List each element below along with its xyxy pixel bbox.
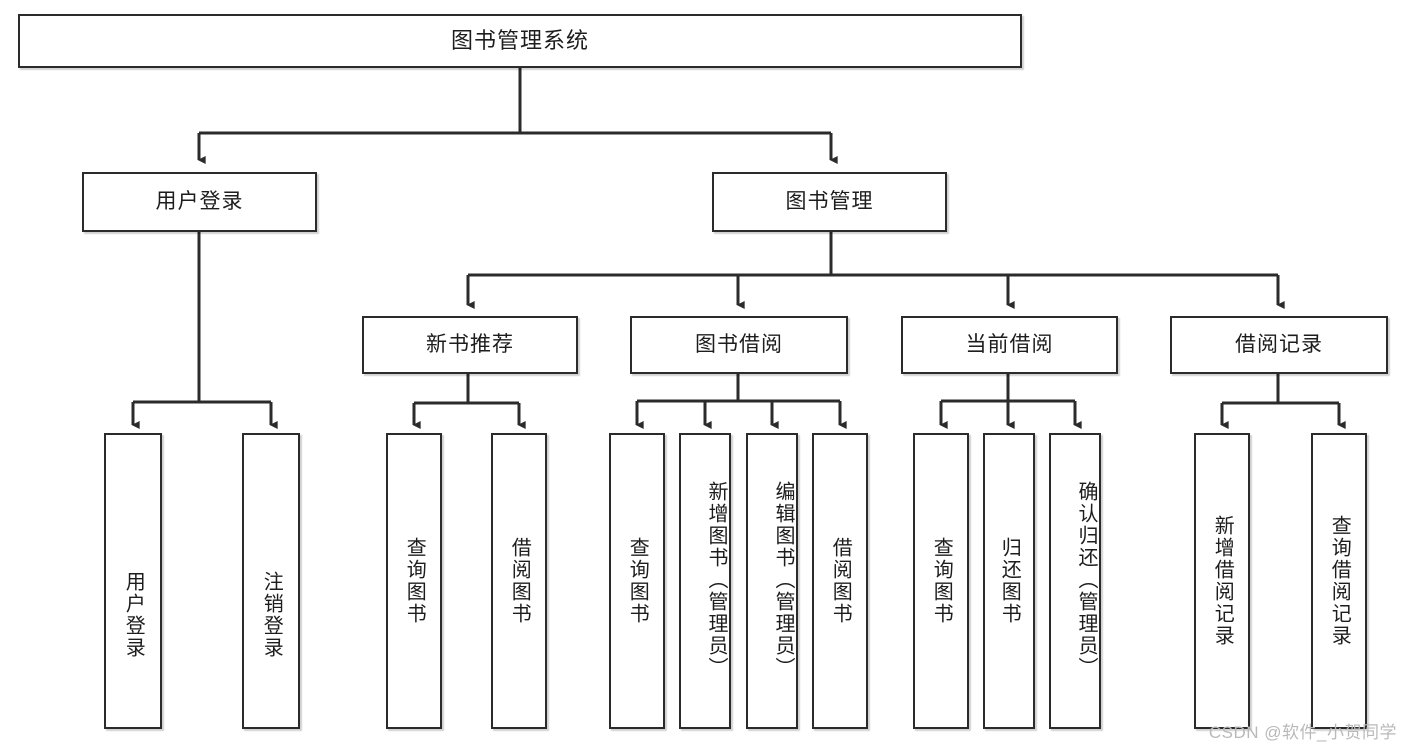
node-book-borrow[interactable]: 图书借阅: [630, 316, 848, 374]
node-user-login[interactable]: 用户登录: [82, 172, 317, 232]
node-label: 查询图书: [403, 537, 426, 625]
node-label: 新增图书（管理员）: [705, 480, 727, 679]
node-current-borrow[interactable]: 当前借阅: [901, 316, 1118, 374]
node-label: 确认归还（管理员）: [1075, 480, 1097, 679]
node-label: 查询图书: [626, 537, 649, 625]
leaf-confirm-return-admin[interactable]: 确认归还（管理员）: [1049, 433, 1101, 729]
leaf-add-book-admin[interactable]: 新增图书（管理员）: [679, 433, 731, 729]
csdn-watermark: CSDN @软件_小贺同学: [1208, 723, 1397, 742]
node-label: 用户登录: [122, 571, 145, 659]
leaf-edit-book-admin[interactable]: 编辑图书（管理员）: [746, 433, 798, 729]
leaf-query-borrow-record[interactable]: 查询借阅记录: [1311, 433, 1367, 729]
leaf-logout-login[interactable]: 注销登录: [242, 433, 300, 729]
node-label: 新书推荐: [426, 332, 514, 356]
leaf-borrow-book-borrow[interactable]: 借阅图书: [812, 433, 868, 729]
node-root-book-management-system[interactable]: 图书管理系统: [18, 14, 1022, 68]
leaf-query-book-borrow[interactable]: 查询图书: [609, 433, 665, 729]
node-label: 图书管理系统: [450, 28, 589, 54]
node-book-management[interactable]: 图书管理: [712, 172, 947, 232]
leaf-query-book-recommend[interactable]: 查询图书: [386, 433, 442, 729]
node-label: 图书借阅: [695, 332, 783, 356]
node-label: 借阅记录: [1235, 332, 1323, 356]
node-label: 新增借阅记录: [1211, 515, 1234, 647]
leaf-user-login[interactable]: 用户登录: [104, 433, 162, 729]
node-label: 借阅图书: [829, 537, 852, 625]
leaf-borrow-book-recommend[interactable]: 借阅图书: [491, 433, 547, 729]
leaf-add-borrow-record[interactable]: 新增借阅记录: [1194, 433, 1250, 729]
node-label: 图书管理: [785, 189, 874, 213]
node-label: 编辑图书（管理员）: [772, 480, 794, 679]
node-label: 借阅图书: [508, 537, 531, 625]
node-label: 用户登录: [155, 189, 244, 213]
node-label: 当前借阅: [965, 332, 1054, 356]
node-label: 注销登录: [260, 571, 283, 659]
node-label: 查询图书: [930, 537, 953, 625]
leaf-query-book-current[interactable]: 查询图书: [913, 433, 969, 729]
leaf-return-book[interactable]: 归还图书: [983, 433, 1035, 729]
node-label: 查询借阅记录: [1328, 515, 1351, 647]
node-new-book-recommend[interactable]: 新书推荐: [362, 316, 578, 374]
node-borrow-record[interactable]: 借阅记录: [1170, 316, 1388, 374]
node-label: 归还图书: [998, 537, 1021, 625]
